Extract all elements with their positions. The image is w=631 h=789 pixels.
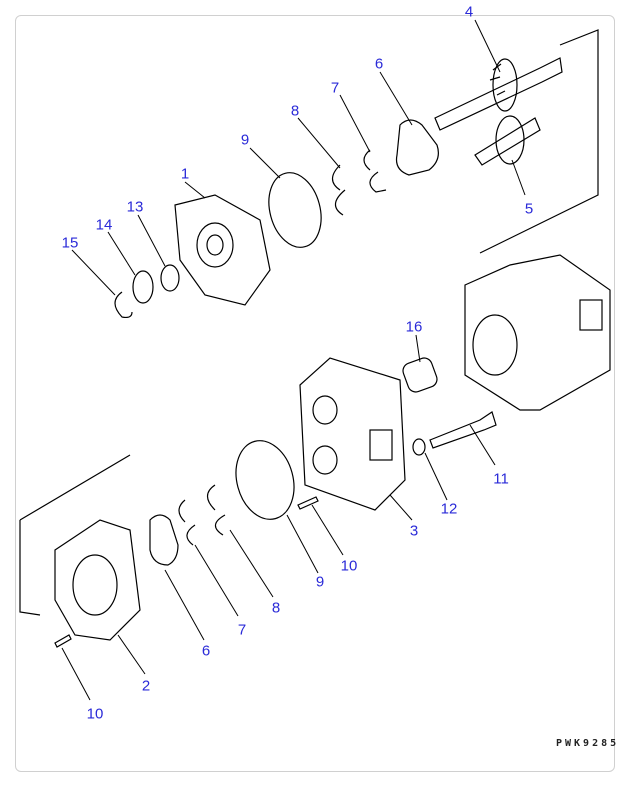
washer-12	[412, 438, 426, 456]
callout-12[interactable]: 12	[440, 500, 458, 518]
callout-11[interactable]: 11	[493, 470, 509, 488]
leader-lines	[61, 19, 526, 701]
drive-gear-shaft	[434, 57, 563, 131]
callout-9[interactable]: 9	[240, 131, 250, 149]
callout-1[interactable]: 1	[180, 165, 190, 183]
diagram-frame	[15, 15, 615, 772]
section-outline-bottom	[19, 454, 131, 616]
callout-9[interactable]: 9	[315, 573, 325, 591]
o-ring-9-top	[268, 172, 322, 248]
bolt-11	[429, 411, 497, 449]
callout-10[interactable]: 10	[340, 557, 358, 575]
callout-10[interactable]: 10	[86, 705, 104, 723]
callout-6[interactable]: 6	[374, 55, 384, 73]
o-ring-9-bottom	[235, 440, 295, 520]
callout-8[interactable]: 8	[271, 599, 281, 617]
dowel-pin-10-bottom	[54, 634, 72, 648]
seal-8-top	[331, 164, 346, 216]
callout-15[interactable]: 15	[61, 234, 79, 252]
section-outline-top	[479, 29, 599, 254]
callout-5[interactable]: 5	[524, 200, 534, 218]
driven-gear-shaft	[474, 115, 541, 166]
seal-14	[132, 270, 154, 304]
callout-16[interactable]: 16	[405, 318, 423, 336]
callout-4[interactable]: 4	[464, 3, 474, 21]
drawing-code: PWK9285	[556, 738, 620, 749]
callout-7[interactable]: 7	[330, 79, 340, 97]
callout-3[interactable]: 3	[409, 522, 419, 540]
callout-13[interactable]: 13	[126, 198, 144, 216]
front-cover	[174, 194, 271, 306]
dowel-pin-10-mid	[297, 496, 319, 510]
rear-housing	[464, 254, 611, 411]
callout-6[interactable]: 6	[201, 642, 211, 660]
gear-case	[299, 357, 406, 511]
seal-8-bottom	[206, 484, 226, 536]
callout-8[interactable]: 8	[290, 102, 300, 120]
bushing-16	[402, 357, 438, 393]
snap-ring-15	[114, 291, 133, 319]
callout-2[interactable]: 2	[141, 677, 151, 695]
snap-ring-13	[160, 264, 180, 292]
side-plate-bottom	[149, 514, 179, 566]
seal-7-top	[363, 149, 387, 193]
callout-14[interactable]: 14	[95, 216, 113, 234]
callout-7[interactable]: 7	[237, 621, 247, 639]
flange-2	[54, 519, 141, 641]
seal-7-bottom	[178, 499, 196, 546]
side-plate-top	[395, 119, 439, 176]
